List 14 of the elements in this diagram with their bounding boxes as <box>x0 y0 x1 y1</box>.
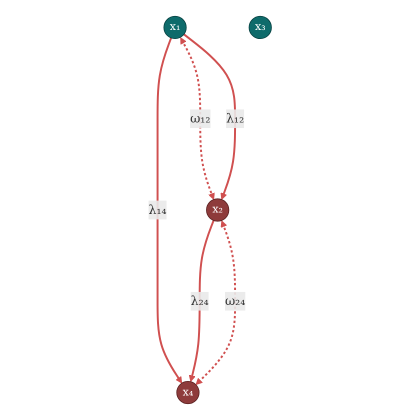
arrow <box>156 38 182 384</box>
arrow <box>183 34 236 200</box>
edge-label: ω₁₂ <box>190 110 210 126</box>
node-circle: x₃ <box>248 16 272 40</box>
arrow <box>196 220 236 385</box>
node-circle: x₂ <box>206 198 230 222</box>
edge-label: λ₂₄ <box>190 293 209 308</box>
edge-label: λ₁₄ <box>148 202 167 218</box>
node-circle: x₁ <box>163 16 187 40</box>
arrow <box>180 37 215 200</box>
edge-label: ω₂₄ <box>224 293 246 308</box>
edge-label: λ₁₂ <box>226 110 244 126</box>
arrow <box>188 220 215 382</box>
node-circle: x₄ <box>176 380 200 404</box>
